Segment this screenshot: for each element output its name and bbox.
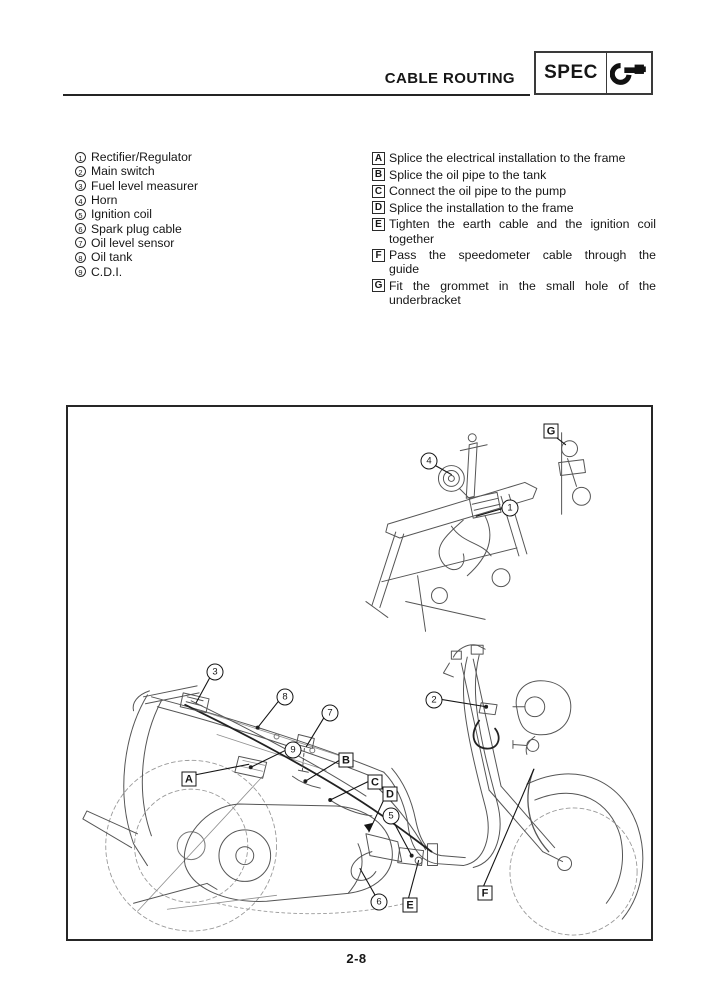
parts-list-item: 5 Ignition coil bbox=[75, 207, 198, 221]
instruction-text: Splice the oil pipe to the tank bbox=[389, 167, 547, 182]
instruction-letter-badge: D bbox=[372, 201, 385, 215]
callout-9: 9 bbox=[284, 741, 302, 759]
part-number-badge: 9 bbox=[75, 266, 86, 278]
instruction-item: G Fit the grommet in the small hole of th… bbox=[372, 279, 656, 307]
instruction-list: A Splice the electrical installation to t… bbox=[372, 151, 656, 310]
instruction-text: Splice the installation to the frame bbox=[389, 200, 574, 215]
parts-list-item: 3 Fuel level measurer bbox=[75, 179, 198, 193]
parts-list-item: 8 Oil tank bbox=[75, 250, 198, 264]
instruction-item: C Connect the oil pipe to the pump bbox=[372, 184, 656, 198]
micrometer-icon bbox=[607, 53, 651, 93]
instruction-text: Tighten the earth cable and the ignition… bbox=[389, 217, 656, 246]
part-number-badge: 4 bbox=[75, 194, 86, 206]
part-label: Main switch bbox=[91, 164, 155, 179]
instruction-letter-badge: C bbox=[372, 184, 385, 198]
parts-list-item: 6 Spark plug cable bbox=[75, 221, 198, 236]
title-rule bbox=[63, 94, 530, 96]
part-number-badge: 7 bbox=[75, 237, 86, 249]
part-label: Fuel level measurer bbox=[91, 178, 199, 193]
parts-list-item: 9 C.D.I. bbox=[75, 264, 198, 279]
callout-3: 3 bbox=[206, 663, 224, 681]
spec-tab: SPEC bbox=[534, 51, 653, 95]
instruction-letter-badge: A bbox=[372, 151, 385, 165]
callout-6: 6 bbox=[370, 893, 388, 911]
parts-list-item: 4 Horn bbox=[75, 193, 198, 207]
part-number-badge: 3 bbox=[75, 180, 86, 192]
page-title: CABLE ROUTING bbox=[384, 70, 515, 87]
steering-assembly-inset bbox=[365, 433, 538, 632]
part-number-badge: 5 bbox=[75, 208, 86, 220]
part-label: Spark plug cable bbox=[91, 221, 182, 236]
callout-F: F bbox=[477, 885, 493, 901]
scooter-side-view bbox=[82, 644, 644, 936]
part-number-badge: 8 bbox=[75, 251, 86, 263]
callout-2: 2 bbox=[425, 691, 443, 709]
callout-C: C bbox=[367, 774, 383, 790]
instruction-letter-badge: B bbox=[372, 168, 385, 182]
callout-A: A bbox=[181, 771, 197, 787]
part-label: C.D.I. bbox=[91, 264, 123, 279]
spec-tab-label: SPEC bbox=[536, 53, 607, 93]
instruction-item: A Splice the electrical installation to t… bbox=[372, 151, 656, 165]
scooter-line-art bbox=[82, 430, 644, 936]
callout-5: 5 bbox=[382, 807, 400, 825]
callout-D: D bbox=[382, 786, 398, 802]
callout-E: E bbox=[402, 897, 418, 913]
cable-routing-diagram: 1 2 3 4 5 6 7 8 9 A B C D E F G bbox=[66, 405, 653, 941]
part-label: Oil tank bbox=[91, 250, 133, 265]
parts-list-item: 2 Main switch bbox=[75, 164, 198, 178]
callout-G: G bbox=[543, 423, 559, 439]
parts-list-item: 7 Oil level sensor bbox=[75, 236, 198, 250]
page-number: 2-8 bbox=[346, 951, 367, 966]
parts-list: 1 Rectifier/Regulator 2 Main switch 3 Fuel … bbox=[75, 150, 198, 279]
instruction-letter-badge: F bbox=[372, 248, 385, 262]
part-label: Oil level sensor bbox=[91, 235, 175, 250]
instruction-letter-badge: E bbox=[372, 217, 385, 231]
instruction-item: E Tighten the earth cable and the ignitio… bbox=[372, 217, 656, 246]
instruction-text: Splice the electrical installation to th… bbox=[389, 151, 626, 165]
callout-7: 7 bbox=[321, 704, 339, 722]
callout-B: B bbox=[338, 752, 354, 768]
instruction-text: Connect the oil pipe to the pump bbox=[389, 184, 567, 199]
parts-list-item: 1 Rectifier/Regulator bbox=[75, 150, 198, 164]
part-number-badge: 2 bbox=[75, 165, 86, 177]
instruction-letter-badge: G bbox=[372, 279, 385, 293]
instruction-item: B Splice the oil pipe to the tank bbox=[372, 168, 656, 182]
callout-4: 4 bbox=[420, 452, 438, 470]
part-number-badge: 6 bbox=[75, 223, 86, 235]
part-label: Ignition coil bbox=[91, 207, 152, 222]
part-number-badge: 1 bbox=[75, 151, 86, 163]
instruction-text: Fit the grommet in the small hole of the… bbox=[389, 278, 656, 308]
instruction-item: D Splice the installation to the frame bbox=[372, 201, 656, 215]
part-label: Horn bbox=[91, 193, 118, 208]
grommet-detail-inset bbox=[558, 432, 591, 515]
part-label: Rectifier/Regulator bbox=[91, 150, 192, 165]
callout-8: 8 bbox=[276, 688, 294, 706]
callout-1: 1 bbox=[501, 499, 519, 517]
